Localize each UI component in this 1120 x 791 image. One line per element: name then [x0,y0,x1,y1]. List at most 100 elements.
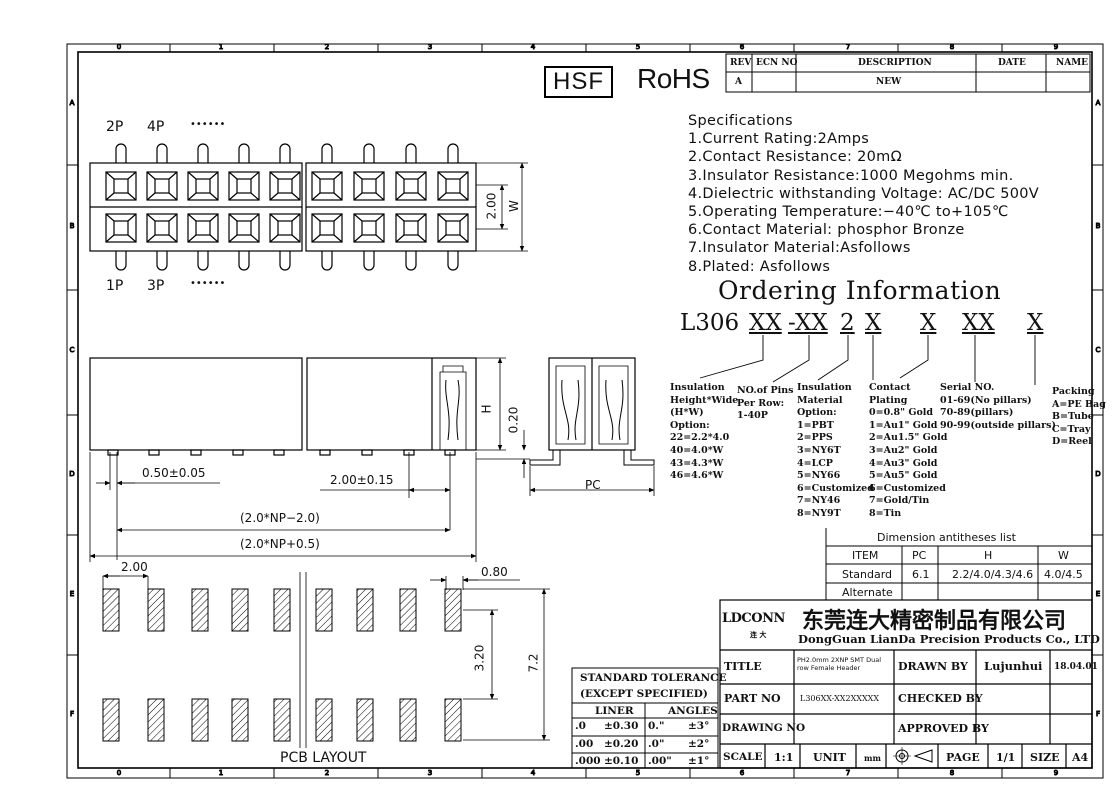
socket-cavity [403,178,419,194]
tolerance-cell: .0" [648,738,665,750]
socket-cell [395,213,427,243]
spec-item: 7.Insulator Material:Asfollows [688,240,911,257]
tolerance-angles: ANGLES [668,705,718,717]
frame-col-label: 8 [950,769,954,777]
pcb-layout-title: PCB LAYOUT [280,750,367,766]
dim-list-header-item: ITEM [852,549,879,562]
end-view [529,357,655,496]
socket-cell [187,213,219,243]
tolerance-cell: ±0.10 [604,755,639,767]
pin-bottom [363,251,375,271]
frame-col-label: 4 [531,43,536,51]
frame-row-label: A [70,99,75,107]
ordering-option: 2=PPS [797,432,833,444]
socket-cell [146,171,178,201]
scale-label: SCALE [723,751,763,763]
label-3p: 3P [147,278,165,294]
pcb-pad [147,698,165,742]
pin-top [279,143,291,163]
pcb-layout [102,572,550,769]
tolerance-cell: 0." [648,720,665,732]
rev-header-description: DESCRIPTION [858,58,932,68]
pcb-dim-pitch: 2.00 [121,560,148,574]
pcb-pad [147,588,165,632]
revision-grid [725,53,1091,93]
company-name-cn: 东莞连大精密制品有限公司 [802,608,1067,634]
title-value: PH2.0mm 2XNP SMT Dual row Female Header [797,656,881,672]
pin-bottom [405,251,417,271]
spec-item: 4.Dielectric withstanding Voltage: AC/DC… [688,185,1039,202]
pin-bottom [197,251,209,271]
ordering-option: Material [797,394,843,406]
socket-cell [105,213,137,243]
dim-row-pitch: 2.00 [484,192,499,220]
rev-row-rev: A [735,77,742,87]
spec-item: 3.Insulator Resistance:1000 Megohms min. [688,167,1014,184]
ordering-code-pins: -XX [788,310,828,336]
socket-cell [146,213,178,243]
frame-col-label: 5 [636,769,640,777]
tolerance-cell: ±0.30 [604,720,639,732]
dim-list-header-h: H [984,549,993,562]
company-logo-sub: 连 大 [750,631,767,639]
ordering-option: Height*Wide [670,394,739,406]
ordering-option: Plating [869,394,908,406]
ordering-option: Insulation [797,382,852,393]
label-dots-bottom: •••••• [190,278,226,289]
label-4p: 4P [147,119,165,135]
ordering-option: Option: [670,419,710,431]
socket-cavity [361,220,377,236]
smt-lead [319,449,331,456]
socket-cavity [195,178,211,194]
ordering-option: 22=2.2*4.0 [670,432,730,444]
dimension-list-title: Dimension antitheses list [877,531,1016,544]
pcb-pad [399,588,417,632]
pin-bottom [321,251,333,271]
title-label: TITLE [724,660,762,673]
frame-row-label: C [1096,346,1101,354]
unit-value: mm [864,753,881,763]
dim-list-standard-h: 2.2/4.0/4.3/4.6 [952,568,1034,581]
ordering-option: NO.of Pins [737,385,794,396]
label-2p: 2P [106,119,124,135]
frame-col-label: 1 [219,769,223,777]
pcb-pad [315,698,333,742]
pcb-pad [356,698,374,742]
dim-overall-length: (2.0*NP+0.5) [240,537,320,551]
frame-col-label: 5 [636,43,640,51]
spec-item: 2.Contact Resistance: 20mΩ [688,149,902,166]
socket-cavity [113,220,129,236]
pcb-pad [191,588,209,632]
ordering-title: Ordering Information [718,276,1002,305]
rohs-logo: RoHS [637,63,710,94]
pin-top [405,143,417,163]
ordering-option: 8=NY9T [797,507,841,519]
tolerance-cell: .000 [575,755,601,767]
ordering-option: A=PE Bag [1052,398,1106,410]
ordering-option: 2=Au1.5" Gold [869,432,948,444]
tolerance-cell: .00" [648,755,672,767]
ordering-code-material: X [865,310,882,336]
pin-top [447,143,459,163]
dim-pin-span: (2.0*NP−2.0) [240,511,320,525]
frame-row-label: E [70,590,74,598]
tolerance-title: STANDARD TOLERANCE [580,672,727,684]
ordering-code-serial: XX [962,310,995,336]
frame-col-label: 2 [325,769,329,777]
socket-cell [353,171,385,201]
frame-row-label: B [70,222,75,230]
frame-row-label: F [1096,710,1100,718]
pin-top [238,143,250,163]
socket-cell [437,171,469,201]
dim-height: H [479,404,494,414]
pin-bottom [279,251,291,271]
title-block-grid [719,599,1093,769]
ordering-option: 0=0.8" Gold [869,407,934,419]
part-no-value: L306XX-XX2XXXXX [800,694,880,703]
ordering-code-packing: X [1027,310,1044,336]
ordering-option: Per Row: [737,397,785,409]
